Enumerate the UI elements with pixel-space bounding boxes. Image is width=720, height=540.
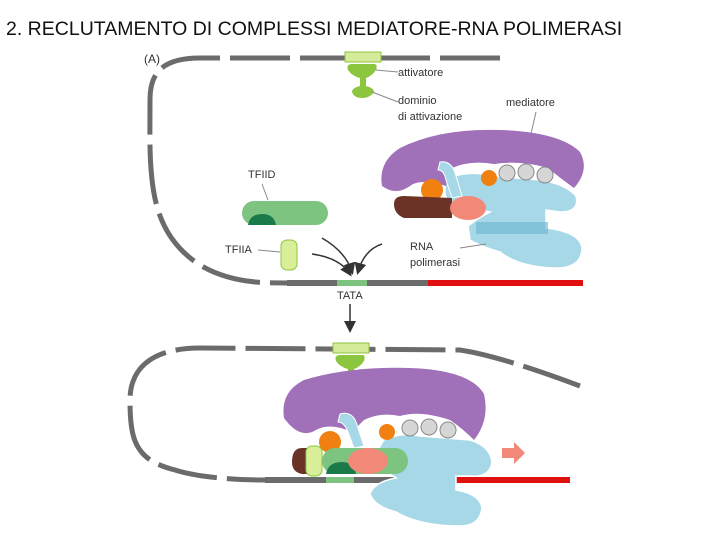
tfiid-dark-domain xyxy=(326,462,356,474)
binding-arrow-right xyxy=(354,243,383,275)
rna-polymerase-label-1: RNA xyxy=(410,241,434,253)
tfiid-label: TFIID xyxy=(248,169,276,181)
activator-pointer xyxy=(375,69,399,73)
activator xyxy=(347,64,377,98)
tfiid-pointer xyxy=(261,183,269,201)
polymerase-band xyxy=(476,222,548,234)
mediator-label: mediatore xyxy=(506,97,555,109)
tfiid-dark-domain xyxy=(248,214,276,225)
activation-domain-label-1: dominio xyxy=(398,95,437,107)
activation-domain-pointer xyxy=(371,91,399,103)
tfiia-bound xyxy=(305,445,323,477)
enhancer-site-bottom xyxy=(332,342,370,354)
mediator-subunit xyxy=(517,163,535,181)
salmon-factor xyxy=(450,196,486,220)
rna-polymerase-top xyxy=(444,172,583,269)
mediator-top xyxy=(381,129,584,191)
tata-label: TATA xyxy=(337,290,363,302)
activator-label: attivatore xyxy=(398,67,443,79)
mediator-subunit xyxy=(401,419,419,437)
orange-subunit xyxy=(481,170,497,186)
tfiia-label: TFIIA xyxy=(225,244,253,256)
mediator-subunit xyxy=(420,418,438,436)
orange-factor xyxy=(319,431,341,453)
salmon-factor xyxy=(348,448,388,474)
dna-loop-bottom xyxy=(127,345,581,483)
mediator-subunit xyxy=(536,166,554,184)
enhancer-site xyxy=(344,51,382,63)
binding-arrow-mid xyxy=(321,237,356,275)
rna-polymerase-label-2: polimerasi xyxy=(410,257,460,269)
orange-factor xyxy=(421,179,443,201)
activation-domain-label-2: di attivazione xyxy=(398,111,462,123)
mediator-bottom xyxy=(283,367,486,440)
dna-loop-top xyxy=(147,55,500,286)
tfiia xyxy=(280,239,298,271)
transcription-arrow xyxy=(502,442,525,464)
orange-subunit xyxy=(379,424,395,440)
page-title: 2. RECLUTAMENTO DI COMPLESSI MEDIATORE-R… xyxy=(6,18,623,40)
tata-box-bottom xyxy=(326,477,354,483)
mediator-subunit xyxy=(498,164,516,182)
tata-box xyxy=(337,280,367,286)
brown-factor xyxy=(394,196,452,218)
rna-polymerase-pointer xyxy=(459,243,487,249)
mediator-subunit xyxy=(439,421,457,439)
panel-label: (A) xyxy=(144,52,160,66)
tfiia-pointer xyxy=(257,249,281,253)
